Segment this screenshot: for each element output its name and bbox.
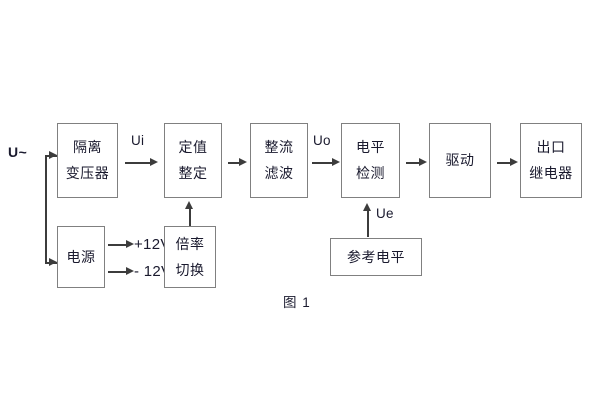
block-level-detect-line2: 检测 bbox=[356, 165, 385, 181]
arrow-setting-to-rectify-head bbox=[239, 158, 247, 166]
rail-negative-label: - 12V bbox=[134, 263, 172, 280]
arrow-setting-to-rectify-line bbox=[228, 162, 242, 164]
arrow-rectify-to-level-line bbox=[312, 162, 336, 164]
block-multiplier-switch[interactable]: 倍率 切换 bbox=[164, 226, 216, 288]
block-drive[interactable]: 驱动 bbox=[429, 123, 491, 198]
rail-positive-label: +12V bbox=[134, 236, 171, 253]
signal-label-ui: Ui bbox=[131, 133, 145, 148]
block-isolation-transformer-line1: 隔离 bbox=[73, 139, 102, 156]
arrow-multiplier-to-setting-line bbox=[189, 208, 191, 226]
block-isolation-transformer-line2: 变压器 bbox=[65, 165, 110, 181]
block-power-supply-line1: 电源 bbox=[66, 248, 96, 265]
signal-label-uo: Uo bbox=[313, 133, 331, 148]
rail-positive-line bbox=[108, 244, 130, 246]
block-rectify-filter-line2: 滤波 bbox=[264, 165, 294, 181]
arrow-drive-to-relay-line bbox=[497, 162, 513, 164]
block-setting-value[interactable]: 定值 整定 bbox=[164, 123, 222, 198]
block-reference-level-line1: 参考电平 bbox=[347, 248, 405, 265]
arrow-level-to-drive-head bbox=[419, 158, 427, 166]
block-multiplier-switch-line1: 倍率 bbox=[175, 235, 205, 252]
block-output-relay[interactable]: 出口 继电器 bbox=[520, 123, 582, 198]
input-branch-to-transformer-arrow bbox=[49, 151, 57, 159]
arrow-level-to-drive-line bbox=[406, 162, 422, 164]
arrow-rectify-to-level-head bbox=[332, 158, 340, 166]
input-bus-vertical-line bbox=[45, 156, 47, 263]
block-multiplier-switch-line2: 切换 bbox=[175, 261, 205, 278]
block-setting-value-line2: 整定 bbox=[178, 165, 208, 181]
arrow-multiplier-to-setting-head bbox=[185, 201, 193, 209]
block-setting-value-line1: 定值 bbox=[178, 139, 208, 156]
arrow-transformer-to-setting-line bbox=[125, 162, 153, 164]
block-drive-line1: 驱动 bbox=[445, 152, 475, 169]
block-isolation-transformer[interactable]: 隔离 变压器 bbox=[57, 123, 118, 198]
input-label-u: U~ bbox=[8, 144, 28, 160]
block-reference-level[interactable]: 参考电平 bbox=[330, 238, 422, 276]
arrow-reference-to-level-line bbox=[367, 210, 369, 237]
block-level-detect[interactable]: 电平 检测 bbox=[341, 123, 400, 198]
figure-caption: 图 1 bbox=[283, 295, 311, 310]
block-power-supply[interactable]: 电源 bbox=[57, 226, 105, 288]
arrow-drive-to-relay-head bbox=[510, 158, 518, 166]
arrow-transformer-to-setting-head bbox=[150, 158, 158, 166]
block-rectify-filter-line1: 整流 bbox=[264, 139, 294, 156]
rail-negative-arrow bbox=[126, 267, 134, 275]
rail-positive-arrow bbox=[126, 240, 134, 248]
input-branch-to-power-arrow bbox=[49, 258, 57, 266]
block-level-detect-line1: 电平 bbox=[356, 139, 385, 156]
rail-negative-line bbox=[108, 271, 130, 273]
signal-label-ue: Ue bbox=[376, 206, 394, 221]
block-rectify-filter[interactable]: 整流 滤波 bbox=[250, 123, 308, 198]
block-output-relay-line1: 出口 bbox=[536, 139, 566, 156]
block-output-relay-line2: 继电器 bbox=[529, 165, 573, 181]
arrow-reference-to-level-head bbox=[363, 203, 371, 211]
